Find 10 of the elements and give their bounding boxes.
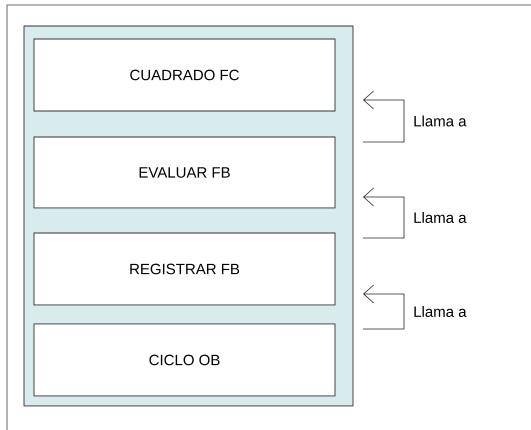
process-box: REGISTRAR FB: [34, 232, 336, 306]
arrow: [362, 90, 404, 142]
edge-label: Llama a: [414, 115, 467, 126]
arrow: [362, 188, 404, 238]
process-box: CUADRADO FC: [34, 38, 336, 112]
edge-label: Llama a: [414, 212, 467, 223]
arrow: [362, 284, 404, 330]
process-box: CICLO OB: [34, 324, 336, 396]
edge-label: Llama a: [414, 306, 467, 317]
process-box: EVALUAR FB: [34, 136, 336, 208]
